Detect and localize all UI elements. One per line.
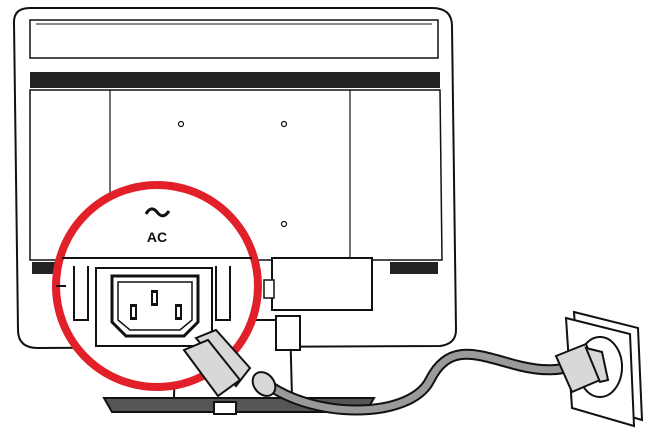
wall-outlet-icon (554, 310, 644, 428)
ac-label: AC (147, 229, 167, 245)
ac-power-symbol-icon (144, 207, 171, 218)
power-cable-icon (182, 328, 577, 416)
vesa-mount-holes (177, 120, 288, 228)
port-housing (263, 257, 373, 311)
iec-power-inlet (110, 274, 200, 338)
